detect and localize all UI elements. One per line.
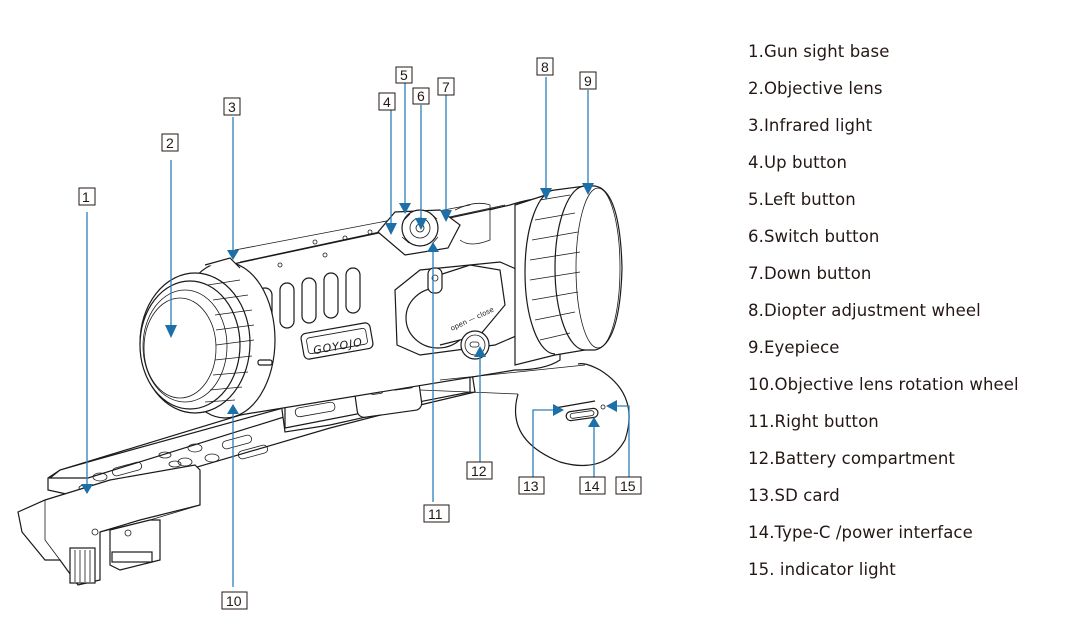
callout-15: 15 — [615, 476, 642, 495]
callout-14: 14 — [579, 476, 606, 495]
parts-legend: 1.Gun sight base 2.Objective lens 3.Infr… — [748, 33, 1019, 588]
svg-text:12: 12 — [471, 463, 487, 479]
callout-6-arrow — [415, 218, 427, 230]
objective-drawing — [139, 257, 276, 419]
callout-8: 8 — [536, 57, 554, 76]
svg-text:8: 8 — [541, 59, 549, 75]
callout-14-arrow — [588, 417, 600, 427]
scope-body-drawing: GOYOJO open — close — [204, 197, 561, 417]
legend-item: 12.Battery compartment — [748, 449, 955, 468]
callout-8-arrow — [540, 188, 552, 200]
svg-text:13: 13 — [523, 478, 539, 494]
callout-7-arrow — [440, 210, 452, 222]
callout-5: 5 — [395, 66, 413, 84]
callout-10: 10 — [221, 591, 248, 610]
callout-6: 6 — [412, 87, 430, 105]
callout-4: 4 — [378, 92, 396, 111]
callout-9: 9 — [579, 71, 597, 90]
svg-text:15: 15 — [620, 478, 636, 494]
callout-9-arrow — [582, 183, 594, 195]
callout-3-arrow — [227, 250, 239, 260]
legend-item: 2.Objective lens — [748, 79, 883, 98]
eyepiece-drawing — [489, 185, 623, 366]
callout-12: 12 — [466, 461, 493, 480]
svg-text:11: 11 — [428, 506, 443, 522]
svg-text:2: 2 — [166, 135, 174, 151]
callout-4-arrow — [385, 223, 397, 235]
callout-11: 11 — [423, 504, 450, 523]
callout-10-arrow — [227, 404, 239, 414]
legend-item: 15. indicator light — [748, 560, 896, 579]
callout-15-arrow — [606, 400, 617, 412]
callout-1-arrow — [81, 484, 93, 494]
legend-item: 10.Objective lens rotation wheel — [748, 375, 1019, 394]
legend-item: 4.Up button — [748, 153, 848, 172]
legend-item: 11.Right button — [748, 412, 879, 431]
legend-item: 1.Gun sight base — [748, 42, 890, 61]
legend-item: 14.Type-C /power interface — [748, 523, 973, 542]
legend-item: 8.Diopter adjustment wheel — [748, 301, 981, 320]
callout-13: 13 — [518, 476, 545, 495]
callout-5-arrow — [399, 203, 411, 214]
legend-item: 5.Left button — [748, 190, 856, 209]
callout-2-arrow — [165, 325, 177, 338]
svg-text:9: 9 — [584, 73, 592, 89]
svg-text:5: 5 — [400, 67, 408, 83]
svg-text:6: 6 — [417, 88, 425, 104]
svg-text:10: 10 — [226, 593, 242, 609]
callout-leaders — [81, 77, 630, 587]
callout-7: 7 — [437, 77, 455, 96]
svg-text:14: 14 — [584, 478, 600, 494]
svg-text:7: 7 — [442, 79, 450, 95]
svg-text:4: 4 — [383, 94, 391, 110]
callout-2: 2 — [161, 133, 179, 152]
callout-13-arrow — [553, 404, 564, 416]
svg-text:3: 3 — [228, 99, 236, 115]
legend-item: 7.Down button — [748, 264, 872, 283]
callout-11-arrow — [427, 242, 439, 252]
callout-1: 1 — [78, 187, 96, 206]
callout-3: 3 — [223, 97, 241, 116]
legend-item: 9.Eyepiece — [748, 338, 840, 357]
callout-12-arrow — [474, 346, 486, 357]
svg-text:1: 1 — [82, 189, 90, 205]
legend-item: 13.SD card — [748, 486, 840, 505]
legend-item: 3.Infrared light — [748, 116, 873, 135]
port-detail-circle — [419, 363, 630, 467]
legend-item: 6.Switch button — [748, 227, 880, 246]
